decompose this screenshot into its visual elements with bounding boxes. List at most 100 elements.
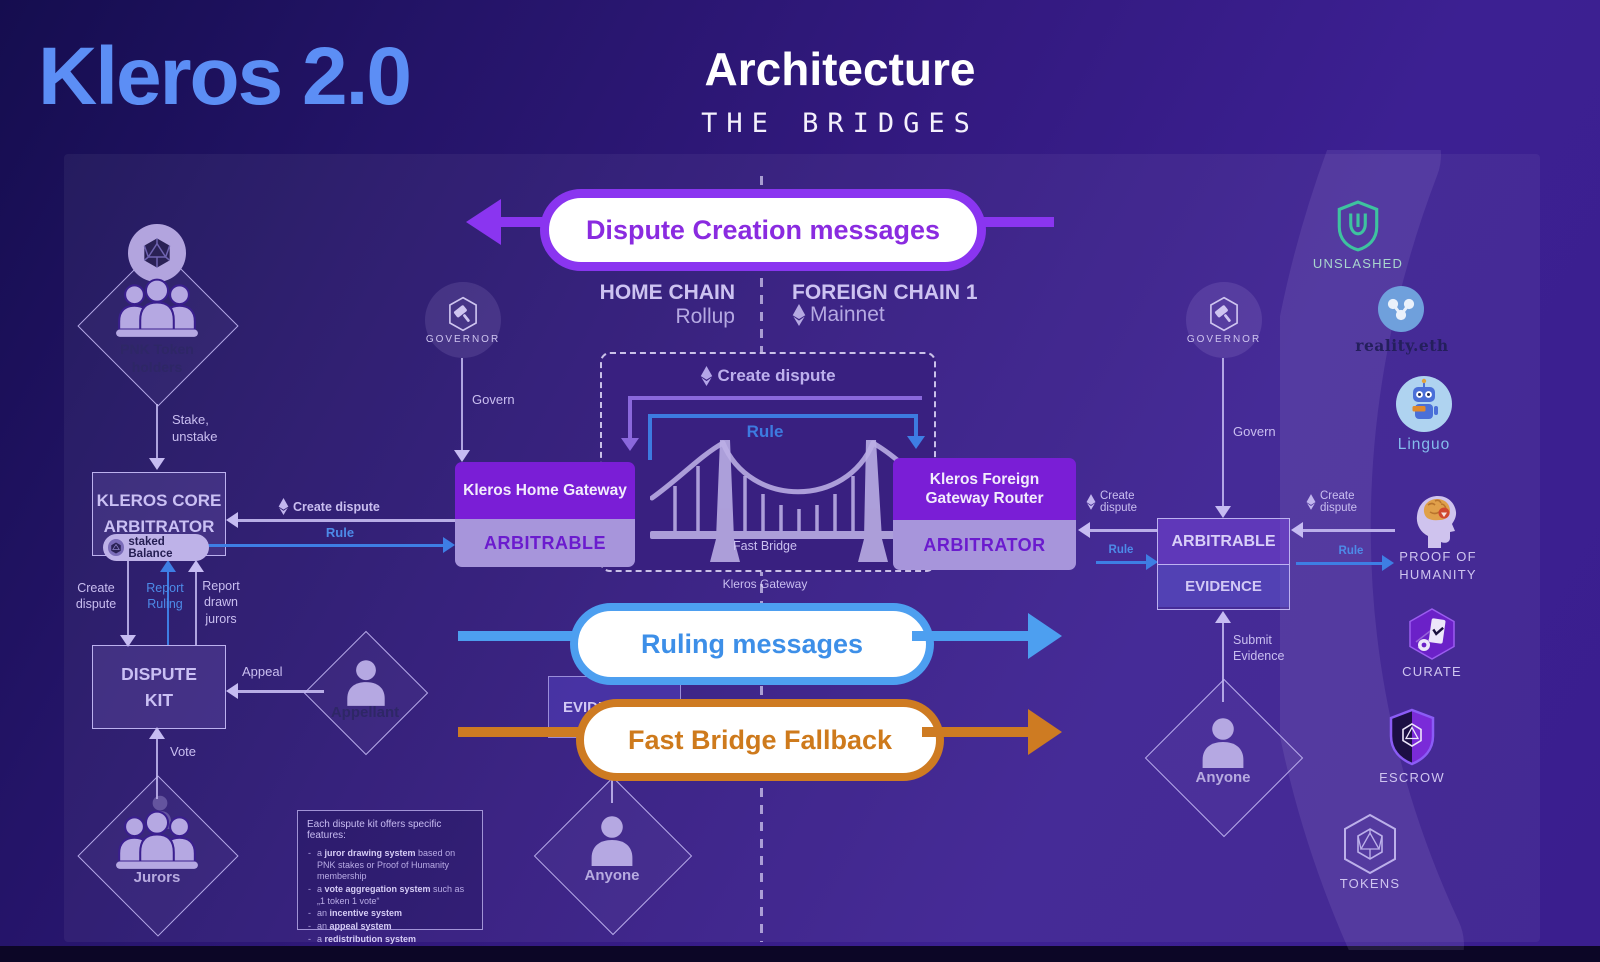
feature-item: a vote aggregation system such as „1 tok… <box>307 884 473 907</box>
rule-label: Rule <box>1108 544 1134 556</box>
rule-line <box>208 544 445 547</box>
person-icon <box>347 660 385 706</box>
dispute-creation-arrowhead <box>466 199 501 245</box>
proof-of-humanity-icon <box>1416 496 1457 548</box>
group-icon <box>116 278 198 337</box>
anyone-connector-line <box>611 767 613 803</box>
rule-arrowhead <box>443 537 455 553</box>
create-dispute-flow-arrowhead <box>621 438 639 451</box>
appeal-arrowhead <box>226 683 238 699</box>
eth-icon <box>701 366 713 386</box>
rule-flow-arrowhead <box>907 436 925 449</box>
submit-evidence-line <box>1222 616 1224 702</box>
foreign-chain-name: FOREIGN CHAIN 1 <box>792 281 978 304</box>
kleros-foreign-gateway-box: Kleros Foreign Gateway Router ARBITRATOR <box>893 458 1076 570</box>
eth-icon <box>1086 494 1096 510</box>
rule-arrowhead <box>1146 554 1158 570</box>
home-chain-name: HOME CHAIN <box>599 281 735 304</box>
pnk-holders-label: PNK Token holders <box>120 341 194 376</box>
create-dispute-arrowhead <box>226 512 238 528</box>
group-icon <box>116 810 198 869</box>
curate-icon <box>1409 608 1455 660</box>
create-dispute-arrowhead <box>120 635 136 647</box>
govern-label: Govern <box>472 392 515 407</box>
bridge-icon <box>650 440 946 562</box>
feature-item: an incentive system <box>307 908 473 920</box>
vote-label: Vote <box>170 744 197 759</box>
govern-arrowhead <box>1215 506 1231 518</box>
anyone-label: Anyone <box>584 867 640 884</box>
escrow-icon <box>1389 708 1435 766</box>
governor-label: GOVERNOR <box>425 333 501 345</box>
fallback-line <box>922 727 1030 737</box>
dispute-creation-line <box>962 217 1054 227</box>
create-dispute-line <box>1090 529 1158 532</box>
report-drawn-jurors-arrowhead <box>188 560 204 572</box>
rule-label: Rule <box>746 422 784 441</box>
foreign-chain-type: Mainnet <box>792 303 885 327</box>
escrow-label: ESCROW <box>1379 770 1445 785</box>
rule-flow-line <box>648 414 652 460</box>
feature-item: a redistribution system <box>307 934 473 946</box>
rule-flow-line <box>648 414 918 418</box>
page-subtitle: THE BRIDGES <box>701 108 979 139</box>
create-dispute-line <box>127 561 129 639</box>
dispute-creation-line <box>499 217 544 227</box>
foreign-gateway-title: Kleros Foreign Gateway Router <box>893 458 1076 520</box>
fast-bridge-fallback-pill: Fast Bridge Fallback <box>576 699 944 781</box>
curate-label: CURATE <box>1402 664 1462 679</box>
staked-balance-pill: staked Balance <box>103 534 209 561</box>
reality-eth-icon <box>1378 286 1424 332</box>
create-dispute-heading: Create dispute <box>648 366 888 386</box>
linguo-label: Linguo <box>1397 436 1451 453</box>
appeal-line <box>236 690 324 693</box>
create-dispute-label: Create dispute <box>278 498 380 515</box>
report-ruling-line <box>167 570 169 645</box>
ruling-arrowhead <box>1028 613 1062 659</box>
fast-bridge-label: Fast Bridge <box>733 539 797 553</box>
anyone-label: Anyone <box>1195 769 1251 786</box>
unslashed-label: UNSLASHED <box>1312 256 1404 271</box>
kleros-home-gateway-box: Kleros Home Gateway ARBITRABLE <box>455 462 635 567</box>
gavel-hexagon-icon <box>449 296 477 331</box>
report-ruling-label: Report Ruling <box>146 581 184 612</box>
unslashed-icon <box>1337 200 1379 252</box>
ruling-line <box>912 631 1030 641</box>
pnk-icon <box>108 539 125 556</box>
tokens-icon <box>1344 813 1396 875</box>
governor-label: GOVERNOR <box>1186 333 1262 345</box>
govern-arrowhead <box>454 450 470 462</box>
feature-item: an appeal system <box>307 921 473 933</box>
rule-flow-line <box>914 414 918 436</box>
home-gateway-role: ARBITRABLE <box>455 519 635 567</box>
pnk-token-icon <box>128 224 186 282</box>
jurors-label: Jurors <box>133 869 181 886</box>
create-dispute-flow-line <box>630 396 922 400</box>
ruling-line <box>458 631 574 641</box>
report-drawn-jurors-line <box>195 570 197 645</box>
proof-of-humanity-label: PROOF OF HUMANITY <box>1399 549 1477 582</box>
govern-label: Govern <box>1233 424 1276 439</box>
create-dispute-text: Create dispute <box>293 499 380 514</box>
eth-icon <box>1306 494 1316 510</box>
eth-icon <box>278 498 289 515</box>
kleros-logo: Kleros 2.0 <box>38 31 412 122</box>
appellant-label: Appellant <box>330 704 400 721</box>
govern-line <box>1222 358 1224 508</box>
evidence-section: EVIDENCE <box>1158 565 1289 607</box>
submit-evidence-label: Submit Evidence <box>1233 633 1285 664</box>
submit-evidence-arrowhead <box>1215 611 1231 623</box>
arbitrable-evidence-box: ARBITRABLE EVIDENCE <box>1157 518 1290 610</box>
create-dispute-flow-line <box>628 396 632 438</box>
eth-icon <box>792 304 806 326</box>
dispute-kit-features-box: Each dispute kit offers specific feature… <box>297 810 483 945</box>
page-title: Architecture <box>704 43 976 95</box>
vote-arrowhead <box>149 727 165 739</box>
report-drawn-jurors-label: Report drawn jurors <box>202 579 240 626</box>
create-dispute-label: Create dispute <box>1086 490 1137 514</box>
appeal-label: Appeal <box>242 664 283 679</box>
feature-item: a juror drawing system based on PNK stak… <box>307 848 473 883</box>
create-dispute-arrowhead <box>1291 522 1303 538</box>
dispute-creation-messages-pill: Dispute Creation messages <box>540 189 986 271</box>
fallback-line <box>458 727 580 737</box>
